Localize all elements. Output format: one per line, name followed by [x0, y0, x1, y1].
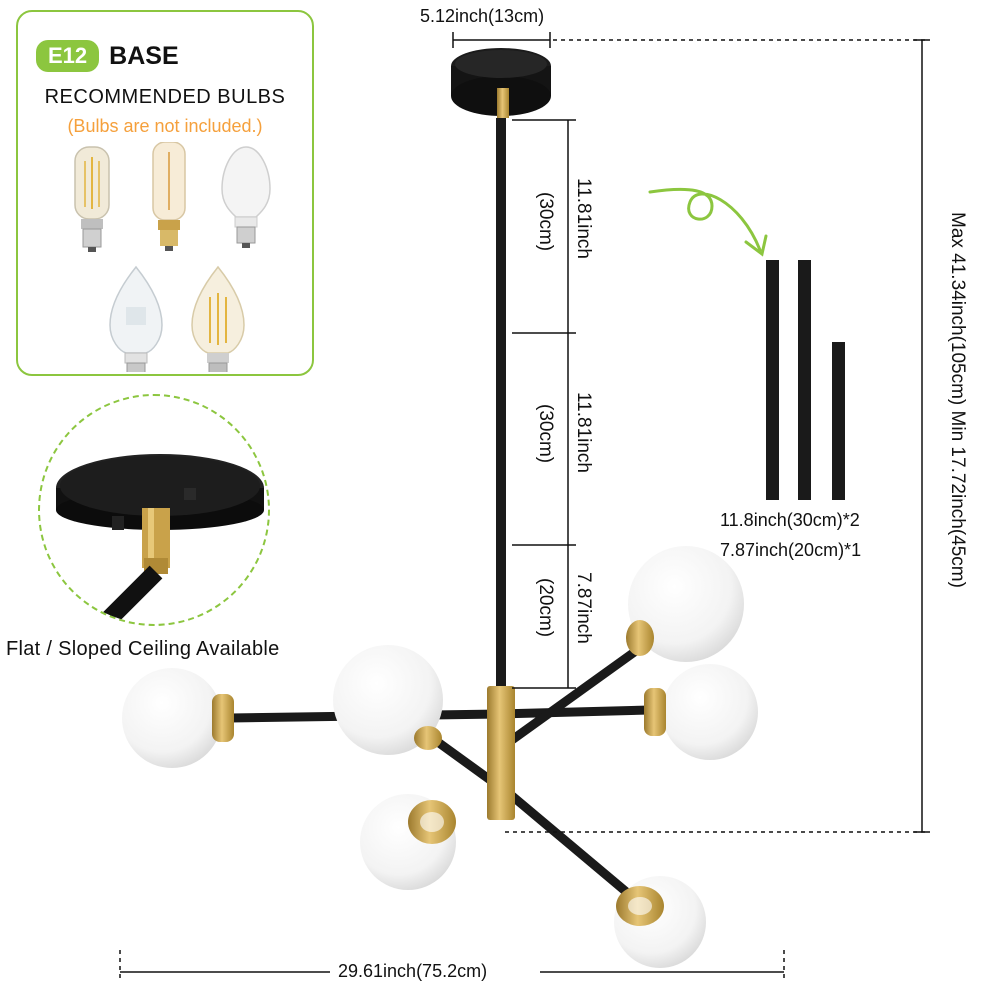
down-rod: [496, 118, 506, 690]
white-led-bulb-icon: [221, 146, 271, 248]
brass-center-body: [487, 686, 515, 820]
globe-right-middle: [644, 664, 758, 760]
sloped-ceiling-inset: [38, 394, 270, 626]
candle-led-bulb-icon: [109, 265, 163, 372]
recommended-bulbs-heading: RECOMMENDED BULBS: [44, 86, 286, 108]
base-type: E12 BASE: [36, 40, 179, 72]
rod2-inch-label: 11.81inch: [573, 392, 594, 473]
chandelier-arms: [225, 643, 655, 900]
extension-rod-long-label: 11.8inch(30cm)*2: [720, 510, 860, 530]
clear-tubular-bulb-icon: [152, 142, 186, 251]
extension-rod-short: [832, 342, 845, 500]
e12-badge: E12: [36, 40, 100, 72]
height-range-label: Max 41.34inch(105cm) Min 17.72inch(45cm): [947, 212, 968, 588]
extension-rods-illustration: [766, 260, 845, 500]
globe-left-lower: [360, 794, 456, 890]
rod3-cm-label: (20cm): [535, 578, 556, 638]
height-dimension: [505, 39, 930, 833]
globe-right-top: [626, 546, 744, 662]
rod1-cm-label: (30cm): [535, 192, 556, 252]
total-width-label: 29.61inch(75.2cm): [338, 961, 488, 981]
globe-right-lower: [614, 876, 706, 968]
recommended-bulbs-illustration: [74, 142, 271, 372]
canopy-width-dimension: [452, 32, 551, 48]
extension-rod-long-1: [766, 260, 779, 500]
rod1-inch-label: 11.81inch: [573, 178, 594, 259]
candle-filament-bulb-icon: [191, 265, 245, 372]
extension-rod-long-2: [798, 260, 811, 500]
rod-length-dimension: [512, 119, 576, 689]
ceiling-compatibility-label: Flat / Sloped Ceiling Available: [6, 638, 280, 660]
bulbs-not-included-note: (Bulbs are not included.): [67, 116, 263, 136]
rod3-inch-label: 7.87inch: [573, 572, 594, 644]
canopy-closeup-illustration: [56, 454, 264, 624]
tubular-filament-bulb-icon: [74, 146, 110, 252]
globe-far-left: [122, 668, 234, 768]
base-label: BASE: [109, 41, 179, 70]
extension-rod-short-label: 7.87inch(20cm)*1: [720, 540, 862, 560]
canopy-width-label: 5.12inch(13cm): [420, 6, 545, 26]
globe-left-upper: [333, 645, 443, 755]
bulb-info-card: E12 BASE RECOMMENDED BULBS (Bulbs are no…: [16, 10, 314, 376]
ceiling-canopy: [451, 48, 551, 118]
rod2-cm-label: (30cm): [535, 404, 556, 464]
width-dimension: [119, 950, 785, 982]
green-curly-arrow-icon: [648, 187, 768, 257]
